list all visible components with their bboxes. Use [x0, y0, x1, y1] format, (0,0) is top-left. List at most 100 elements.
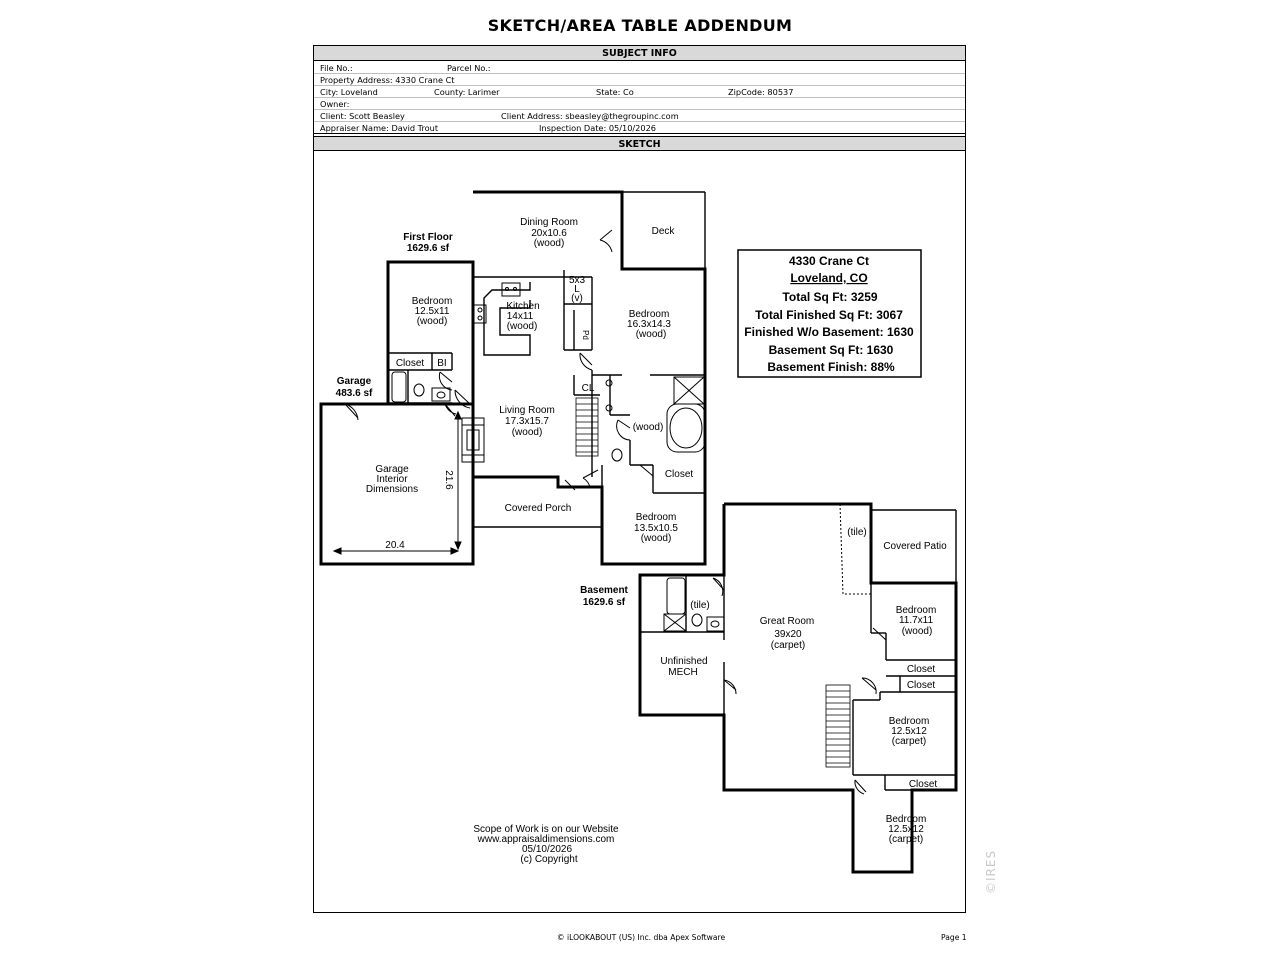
basement-dashed-tile	[839, 503, 871, 595]
unfinished-l2: MECH	[668, 667, 697, 678]
county: County: Larimer	[434, 87, 500, 97]
closet-master-label: Closet	[665, 469, 694, 480]
tile-patio-label: (tile)	[847, 527, 866, 538]
closet-nw-label: Closet	[396, 358, 425, 369]
info-row-appraiser: Appraiser Name: David Trout Inspection D…	[314, 122, 965, 134]
great-room-floor: (carpet)	[771, 640, 805, 651]
zipcode: ZipCode: 80537	[728, 87, 794, 97]
first-floor-fixtures	[391, 282, 706, 463]
kitchen-name: Kitchen	[506, 301, 539, 312]
pantry-dims: 5x3	[569, 275, 586, 286]
state: State: Co	[596, 87, 634, 97]
info-row-city: City: Loveland County: Larimer State: Co…	[314, 86, 965, 98]
garage-interior-l3: Dimensions	[366, 484, 418, 495]
bb3-dims: 12.5x12	[888, 824, 924, 835]
bedroom-master-name: Bedroom	[629, 309, 670, 320]
first-floor-interior-walls	[388, 191, 706, 564]
basement-doors	[712, 577, 887, 795]
bb3-floor: (carpet)	[889, 834, 923, 845]
bedroom-se-floor: (wood)	[641, 533, 672, 544]
bedroom-nw-name: Bedroom	[412, 296, 453, 307]
city: City: Loveland	[320, 87, 378, 97]
first-floor-area: 1629.6 sf	[407, 243, 450, 254]
garage-depth-label: 21.6	[443, 470, 454, 490]
master-bath-floor: (wood)	[633, 422, 664, 433]
garage-title: Garage	[337, 376, 372, 387]
summary-basement-sqft: Basement Sq Ft: 1630	[769, 343, 894, 357]
cl-label: CL	[582, 383, 595, 394]
living-room-name: Living Room	[499, 405, 555, 416]
living-room-floor: (wood)	[512, 427, 543, 438]
client-address: Client Address: sbeasley@thegroupinc.com	[501, 111, 679, 121]
living-room-dims: 17.3x15.7	[505, 416, 549, 427]
great-room-name: Great Room	[760, 616, 814, 627]
first-floor-doors	[438, 229, 654, 491]
summary-finished-wo-basement: Finished W/o Basement: 1630	[744, 325, 914, 339]
great-room-dims: 39x20	[774, 629, 802, 640]
bb3-name: Bedroom	[886, 814, 927, 825]
bb2-floor: (carpet)	[892, 736, 926, 747]
kitchen-floor: (wood)	[507, 321, 538, 332]
document-title: SKETCH/AREA TABLE ADDENDUM	[487, 16, 793, 35]
note-date: 05/10/2026	[522, 844, 572, 855]
basement-title: Basement	[580, 585, 628, 596]
unfinished-l1: Unfinished	[660, 656, 707, 667]
footer-page: Page 1	[941, 933, 967, 942]
note-website: www.appraisaldimensions.com	[477, 834, 615, 845]
bb2-dims: 12.5x12	[891, 726, 927, 737]
dining-room-dims: 20x10.6	[531, 228, 567, 239]
summary-total: Total Sq Ft: 3259	[782, 290, 877, 304]
bb-closet1: Closet	[907, 664, 936, 675]
covered-patio-label: Covered Patio	[883, 541, 947, 552]
bedroom-master-floor: (wood)	[636, 329, 667, 340]
basement-outline	[638, 502, 958, 874]
owner: Owner:	[320, 99, 350, 109]
bi-label: BI	[437, 358, 446, 369]
note-scope: Scope of Work is on our Website	[473, 824, 619, 835]
summary-address: 4330 Crane Ct	[789, 254, 869, 268]
bedroom-se-dims: 13.5x10.5	[634, 523, 678, 534]
info-row-owner: Owner:	[314, 98, 965, 110]
sketch-header: SKETCH	[314, 136, 965, 151]
summary-basement-finish: Basement Finish: 88%	[767, 360, 895, 374]
summary-text: 4330 Crane Ct Loveland, CO Total Sq Ft: …	[744, 254, 914, 374]
bb2-name: Bedroom	[889, 716, 930, 727]
basement-area: 1629.6 sf	[583, 597, 626, 608]
addendum-frame: SUBJECT INFO File No.: Parcel No.: Prope…	[313, 45, 966, 913]
bedroom-nw-dims: 12.5x11	[415, 306, 450, 317]
garage-interior-l1: Garage	[375, 464, 409, 475]
first-floor-title: First Floor	[403, 232, 453, 243]
pantry-v: (v)	[571, 293, 583, 304]
covered-porch-label: Covered Porch	[505, 503, 572, 514]
summary-total-finished: Total Finished Sq Ft: 3067	[755, 308, 903, 322]
tile-bath-label: (tile)	[690, 600, 709, 611]
deck-label: Deck	[652, 226, 676, 237]
dining-room-name: Dining Room	[520, 217, 578, 228]
garage-dimensions	[332, 403, 462, 555]
bedroom-nw-floor: (wood)	[417, 316, 448, 327]
bb1-name: Bedroom	[896, 605, 937, 616]
pantry-l: L	[574, 284, 580, 295]
file-no: File No.:	[320, 63, 353, 73]
kitchen-dims: 14x11	[507, 311, 534, 322]
garage-interior-l2: Interior	[376, 474, 408, 485]
bedroom-master-dims: 16.3x14.3	[627, 319, 671, 330]
garage-width-label: 20.4	[385, 540, 405, 551]
info-row-address: Property Address: 4330 Crane Ct	[314, 74, 965, 86]
property-address: Property Address: 4330 Crane Ct	[320, 75, 455, 85]
footer-copyright: © iLOOKABOUT (US) Inc. dba Apex Software	[557, 933, 726, 942]
garage-outline	[319, 402, 475, 566]
parcel-no: Parcel No.:	[447, 63, 491, 73]
bb-closet3: Closet	[909, 779, 938, 790]
ires-watermark: ©IRES	[984, 849, 998, 894]
info-row-file: File No.: Parcel No.:	[314, 62, 965, 74]
bedroom-se-name: Bedroom	[636, 512, 677, 523]
inspection-date: Inspection Date: 05/10/2026	[539, 123, 657, 133]
summary-box	[737, 249, 922, 378]
info-row-client: Client: Scott Beasley Client Address: sb…	[314, 110, 965, 122]
basement-fixtures	[663, 577, 851, 768]
appraiser: Appraiser Name: David Trout	[320, 123, 439, 133]
basement-interior-walls	[640, 509, 957, 791]
summary-city: Loveland, CO	[790, 271, 867, 285]
